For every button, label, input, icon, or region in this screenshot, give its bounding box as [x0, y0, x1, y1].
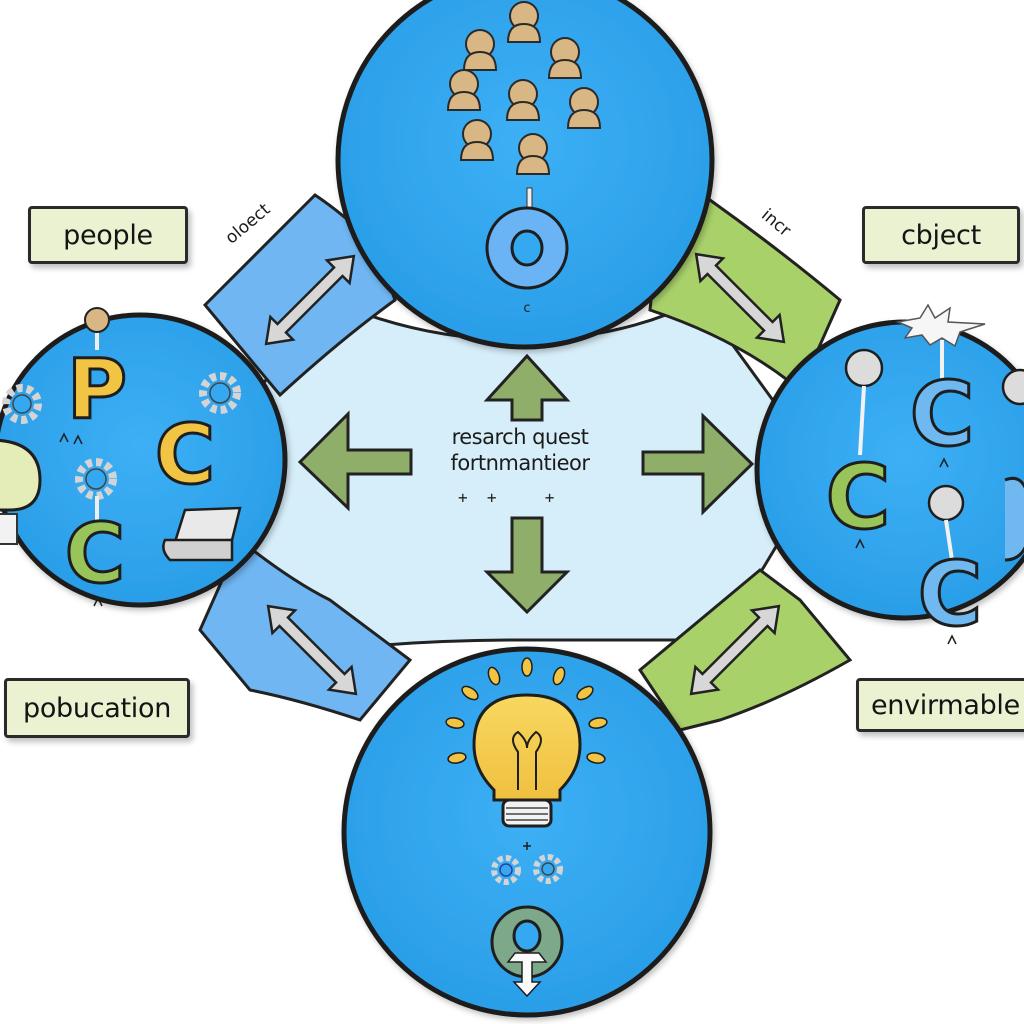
lightbulb-icon: [472, 693, 582, 828]
down-arrow-icon: [506, 952, 548, 998]
gear-icon: [533, 854, 563, 884]
letter-c-blue-top: C: [910, 363, 975, 466]
double-arrow-bottom-left: [266, 604, 358, 696]
person-icon: [462, 29, 498, 71]
book-icon: [162, 506, 242, 562]
double-arrow-top-left: [264, 254, 356, 346]
letter-p: P: [67, 343, 127, 438]
node-dot: [1001, 368, 1024, 406]
connector-top-left: [202, 193, 397, 398]
letter-c-blue-bottom: C: [918, 543, 983, 646]
people-icons: [446, 1, 602, 175]
gear-icon: [75, 458, 117, 500]
label-population-text: pobucation: [22, 692, 172, 724]
letter-c-green: C: [65, 507, 125, 602]
center-title-line1: resarch quest: [451, 425, 589, 449]
letter-c-green: C: [826, 446, 891, 549]
center-arrow-up: [483, 353, 571, 422]
double-arrow-top-right: [694, 252, 786, 344]
letter-c-partial: [1004, 477, 1024, 562]
center-plus-marks: + + +: [458, 488, 555, 507]
label-people-text: people: [63, 219, 153, 251]
label-people: people: [28, 206, 188, 264]
light-rays: [445, 657, 608, 764]
node-dot: [844, 348, 884, 388]
center-arrow-down: [483, 516, 571, 615]
letter-c-yellow: C: [155, 408, 215, 503]
center-title: resarch quest fortnmantieor: [420, 424, 620, 476]
label-object-text: cbject: [901, 219, 981, 251]
label-population: pobucation: [4, 678, 190, 738]
node-left-concepts[interactable]: P C C: [0, 307, 288, 608]
center-arrow-right: [641, 412, 755, 516]
burst-icon: [895, 303, 986, 348]
node-right-objects[interactable]: C C C: [754, 303, 1024, 648]
node-dot: [927, 484, 965, 522]
label-object: cbject: [862, 206, 1020, 264]
person-icon: [566, 87, 602, 129]
label-environment-text: envirmable: [871, 689, 1020, 721]
label-environment: envirmable: [856, 678, 1024, 732]
node-bottom-idea[interactable]: [341, 646, 713, 1018]
gear-icon: [199, 372, 241, 414]
tick-marks: [59, 432, 957, 850]
lightbulb-icon-partial: [0, 438, 42, 545]
pin-head: [84, 307, 110, 333]
node-top-people[interactable]: [335, 0, 715, 350]
top-caption: c: [523, 301, 530, 316]
person-icon: [505, 79, 541, 121]
person-icon: [547, 37, 583, 79]
person-icon: [515, 133, 551, 175]
center-arrow-left: [297, 410, 413, 512]
person-icon: [459, 119, 495, 161]
person-icon: [446, 69, 482, 111]
gear-icon: [2, 384, 42, 424]
center-title-line2: fortnmantieor: [450, 451, 590, 475]
double-arrow-bottom-right: [689, 604, 781, 696]
connector-bottom-left: [198, 537, 413, 722]
person-icon: [506, 1, 542, 43]
gear-icon: [491, 855, 521, 885]
